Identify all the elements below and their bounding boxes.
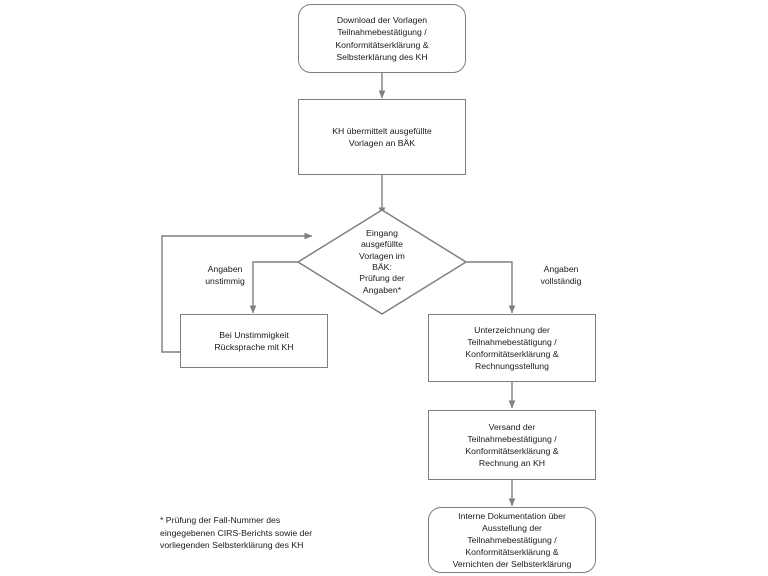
node-signing-documents[interactable]: Unterzeichnung der Teilnahmebestätigung … bbox=[428, 314, 596, 382]
decision-label: Eingang ausgefüllte Vorlagen im BÄK: Prü… bbox=[359, 227, 405, 295]
diamond-shape bbox=[296, 209, 468, 315]
connector-decision-to-signing bbox=[450, 261, 516, 314]
connector-decision-to-discrepancy bbox=[249, 261, 314, 314]
edge-label-angaben-unstimmig: Angaben unstimmig bbox=[205, 264, 245, 287]
edge-label-angaben-vollstaendig: Angaben vollständig bbox=[540, 264, 582, 287]
connector-discrepancy-loopback bbox=[161, 232, 313, 353]
node-decision-review-entries[interactable]: Eingang ausgefüllte Vorlagen im BÄK: Prü… bbox=[296, 208, 468, 316]
node-download-templates[interactable]: Download der Vorlagen Teilnahmebestätigu… bbox=[298, 4, 466, 73]
node-dispatch-documents[interactable]: Versand der Teilnahmebestätigung / Konfo… bbox=[428, 410, 596, 480]
node-discrepancy-contact-kh[interactable]: Bei Unstimmigkeit Rücksprache mit KH bbox=[180, 314, 328, 368]
node-kh-submits-templates[interactable]: KH übermittelt ausgefüllte Vorlagen an B… bbox=[298, 99, 466, 175]
node-internal-documentation[interactable]: Interne Dokumentation über Ausstellung d… bbox=[428, 507, 596, 573]
footnote-pruefung: * Prüfung der Fall-Nummer des eingegeben… bbox=[160, 515, 313, 551]
